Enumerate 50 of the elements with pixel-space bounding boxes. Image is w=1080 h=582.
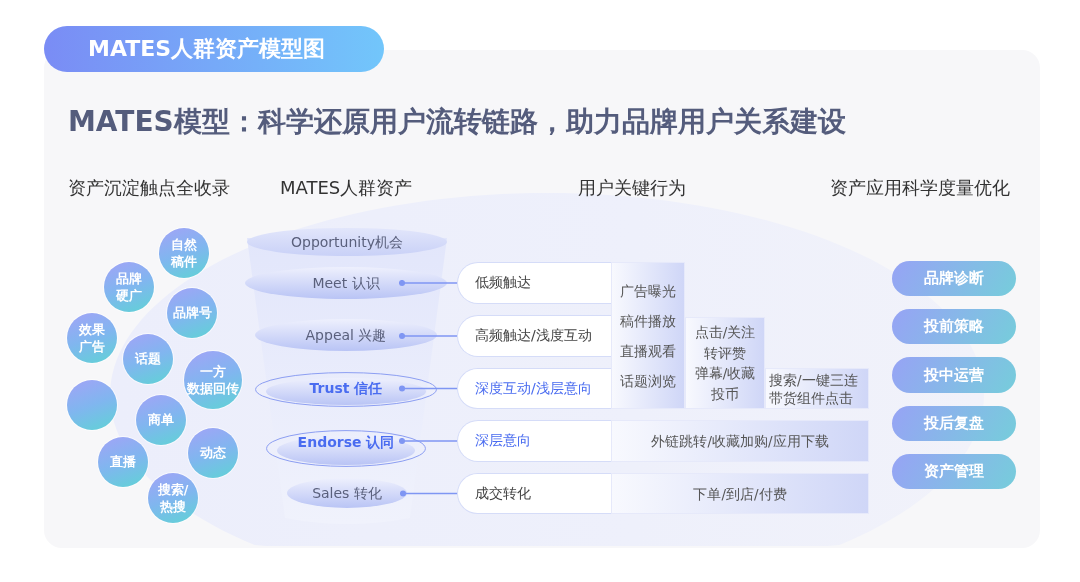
behavior-item: 话题浏览 [620, 372, 676, 391]
behavior-item: 广告曝光 [620, 282, 676, 301]
column-heading: 用户关键行为 [578, 176, 686, 200]
stage-pill: 深度互动/浅层意向 [457, 368, 611, 409]
connector-line [398, 437, 458, 445]
behavior-item: 弹幕/收藏 [694, 364, 756, 383]
application-tag: 投前策略 [892, 309, 1016, 344]
application-tag: 投后复盘 [892, 406, 1016, 441]
layer-label: Sales 转化 [311, 484, 383, 502]
funnel-layer-ellipse [255, 319, 437, 351]
funnel-layer-ellipse [255, 372, 437, 407]
stage-pill: 成交转化 [457, 473, 611, 514]
connector-line [398, 385, 458, 392]
column-heading: 资产应用科学度量优化 [830, 176, 1010, 200]
application-tag: 品牌诊断 [892, 261, 1016, 296]
behavior-item: 带货组件点击 [769, 389, 853, 407]
funnel-layer-ellipse [247, 228, 447, 256]
application-tag: 资产管理 [892, 454, 1016, 489]
layer-label: Meet 认识 [311, 274, 381, 292]
connector-line [398, 279, 458, 287]
connector-line [398, 332, 458, 340]
column-heading: 资产沉淀触点全收录 [68, 176, 230, 200]
behavior-item: 外链跳转/收藏加购/应用下载 [651, 432, 829, 451]
stage-pill: 深层意向 [457, 420, 611, 462]
funnel-layer-ellipse [245, 267, 447, 299]
application-tag: 投中运营 [892, 357, 1016, 393]
funnel-layer-ellipse [287, 478, 407, 508]
behavior-item: 点击/关注 [694, 323, 756, 342]
behavior-item: 转评赞 [704, 343, 746, 363]
funnel-layer-ellipse [266, 430, 426, 467]
connector-line [399, 490, 458, 497]
behavior-cell [611, 473, 869, 514]
stage-pill: 高频触达/浅度互动 [457, 315, 611, 357]
behavior-item: 搜索/一键三连 [769, 371, 858, 389]
title-banner: MATES人群资产模型图 [44, 26, 384, 72]
behavior-cell [611, 262, 685, 409]
layer-label: Endorse 认同 [296, 433, 396, 451]
layer-label: Opportunity机会 [290, 233, 404, 251]
column-heading: MATES人群资产 [280, 176, 413, 200]
subtitle-heading: MATES模型：科学还原用户流转链路，助力品牌用户关系建设 [68, 104, 846, 140]
behavior-cell [611, 420, 869, 462]
behavior-item: 直播观看 [620, 342, 676, 361]
behavior-item: 下单/到店/付费 [693, 484, 787, 504]
behavior-item: 投币 [711, 384, 739, 404]
stage-pill: 低频触达 [457, 262, 611, 304]
layer-label: Appeal 兴趣 [304, 326, 388, 344]
behavior-cell [765, 368, 869, 409]
behavior-cell [685, 317, 765, 409]
layer-label: Trust 信任 [308, 379, 384, 397]
behavior-item: 稿件播放 [620, 312, 676, 331]
